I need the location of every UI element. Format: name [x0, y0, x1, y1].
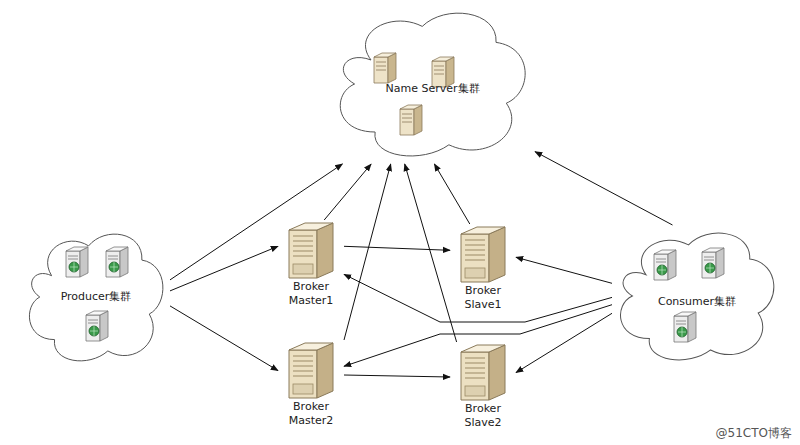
client-server-icon [104, 246, 130, 278]
connector-arrow [344, 164, 391, 340]
connector-arrow [170, 306, 278, 371]
cluster-cloud: Consumer集群 [612, 225, 782, 367]
cluster-label: Name Server集群 [330, 82, 535, 96]
watermark: @51CTO博客 [716, 426, 792, 441]
connector-arrow [434, 164, 469, 224]
broker-node: Broker Slave1 [450, 224, 516, 312]
client-server-icon [64, 246, 90, 278]
cluster-label: Producer集群 [22, 290, 170, 304]
cluster-cloud: Producer集群 [22, 226, 170, 368]
client-server-icon [652, 249, 678, 281]
connector-arrow [344, 375, 450, 377]
broker-server-icon [285, 220, 337, 280]
broker-server-icon [457, 342, 509, 402]
broker-server-icon [285, 340, 337, 400]
server-icon [372, 52, 398, 84]
connector-arrow [344, 246, 450, 250]
cluster-cloud: Name Server集群 [330, 4, 535, 164]
broker-label: Broker Slave2 [450, 402, 516, 430]
broker-node: Broker Slave2 [450, 342, 516, 430]
connector-arrow [516, 257, 612, 283]
connector-arrow [170, 164, 342, 280]
client-server-icon [700, 247, 726, 279]
broker-node: Broker Master2 [278, 340, 344, 428]
server-icon [398, 104, 424, 136]
connector-arrow [170, 246, 278, 291]
client-server-icon [84, 310, 110, 342]
client-server-icon [672, 311, 698, 343]
connector-arrow [535, 152, 673, 225]
broker-label: Broker Master1 [278, 280, 344, 308]
broker-label: Broker Master2 [278, 400, 344, 428]
broker-node: Broker Master1 [278, 220, 344, 308]
connector-arrow [516, 313, 612, 372]
connector-arrow [324, 164, 371, 220]
cluster-label: Consumer集群 [612, 295, 782, 309]
connector-arrow [405, 164, 457, 342]
broker-label: Broker Slave1 [450, 284, 516, 312]
broker-server-icon [457, 224, 509, 284]
